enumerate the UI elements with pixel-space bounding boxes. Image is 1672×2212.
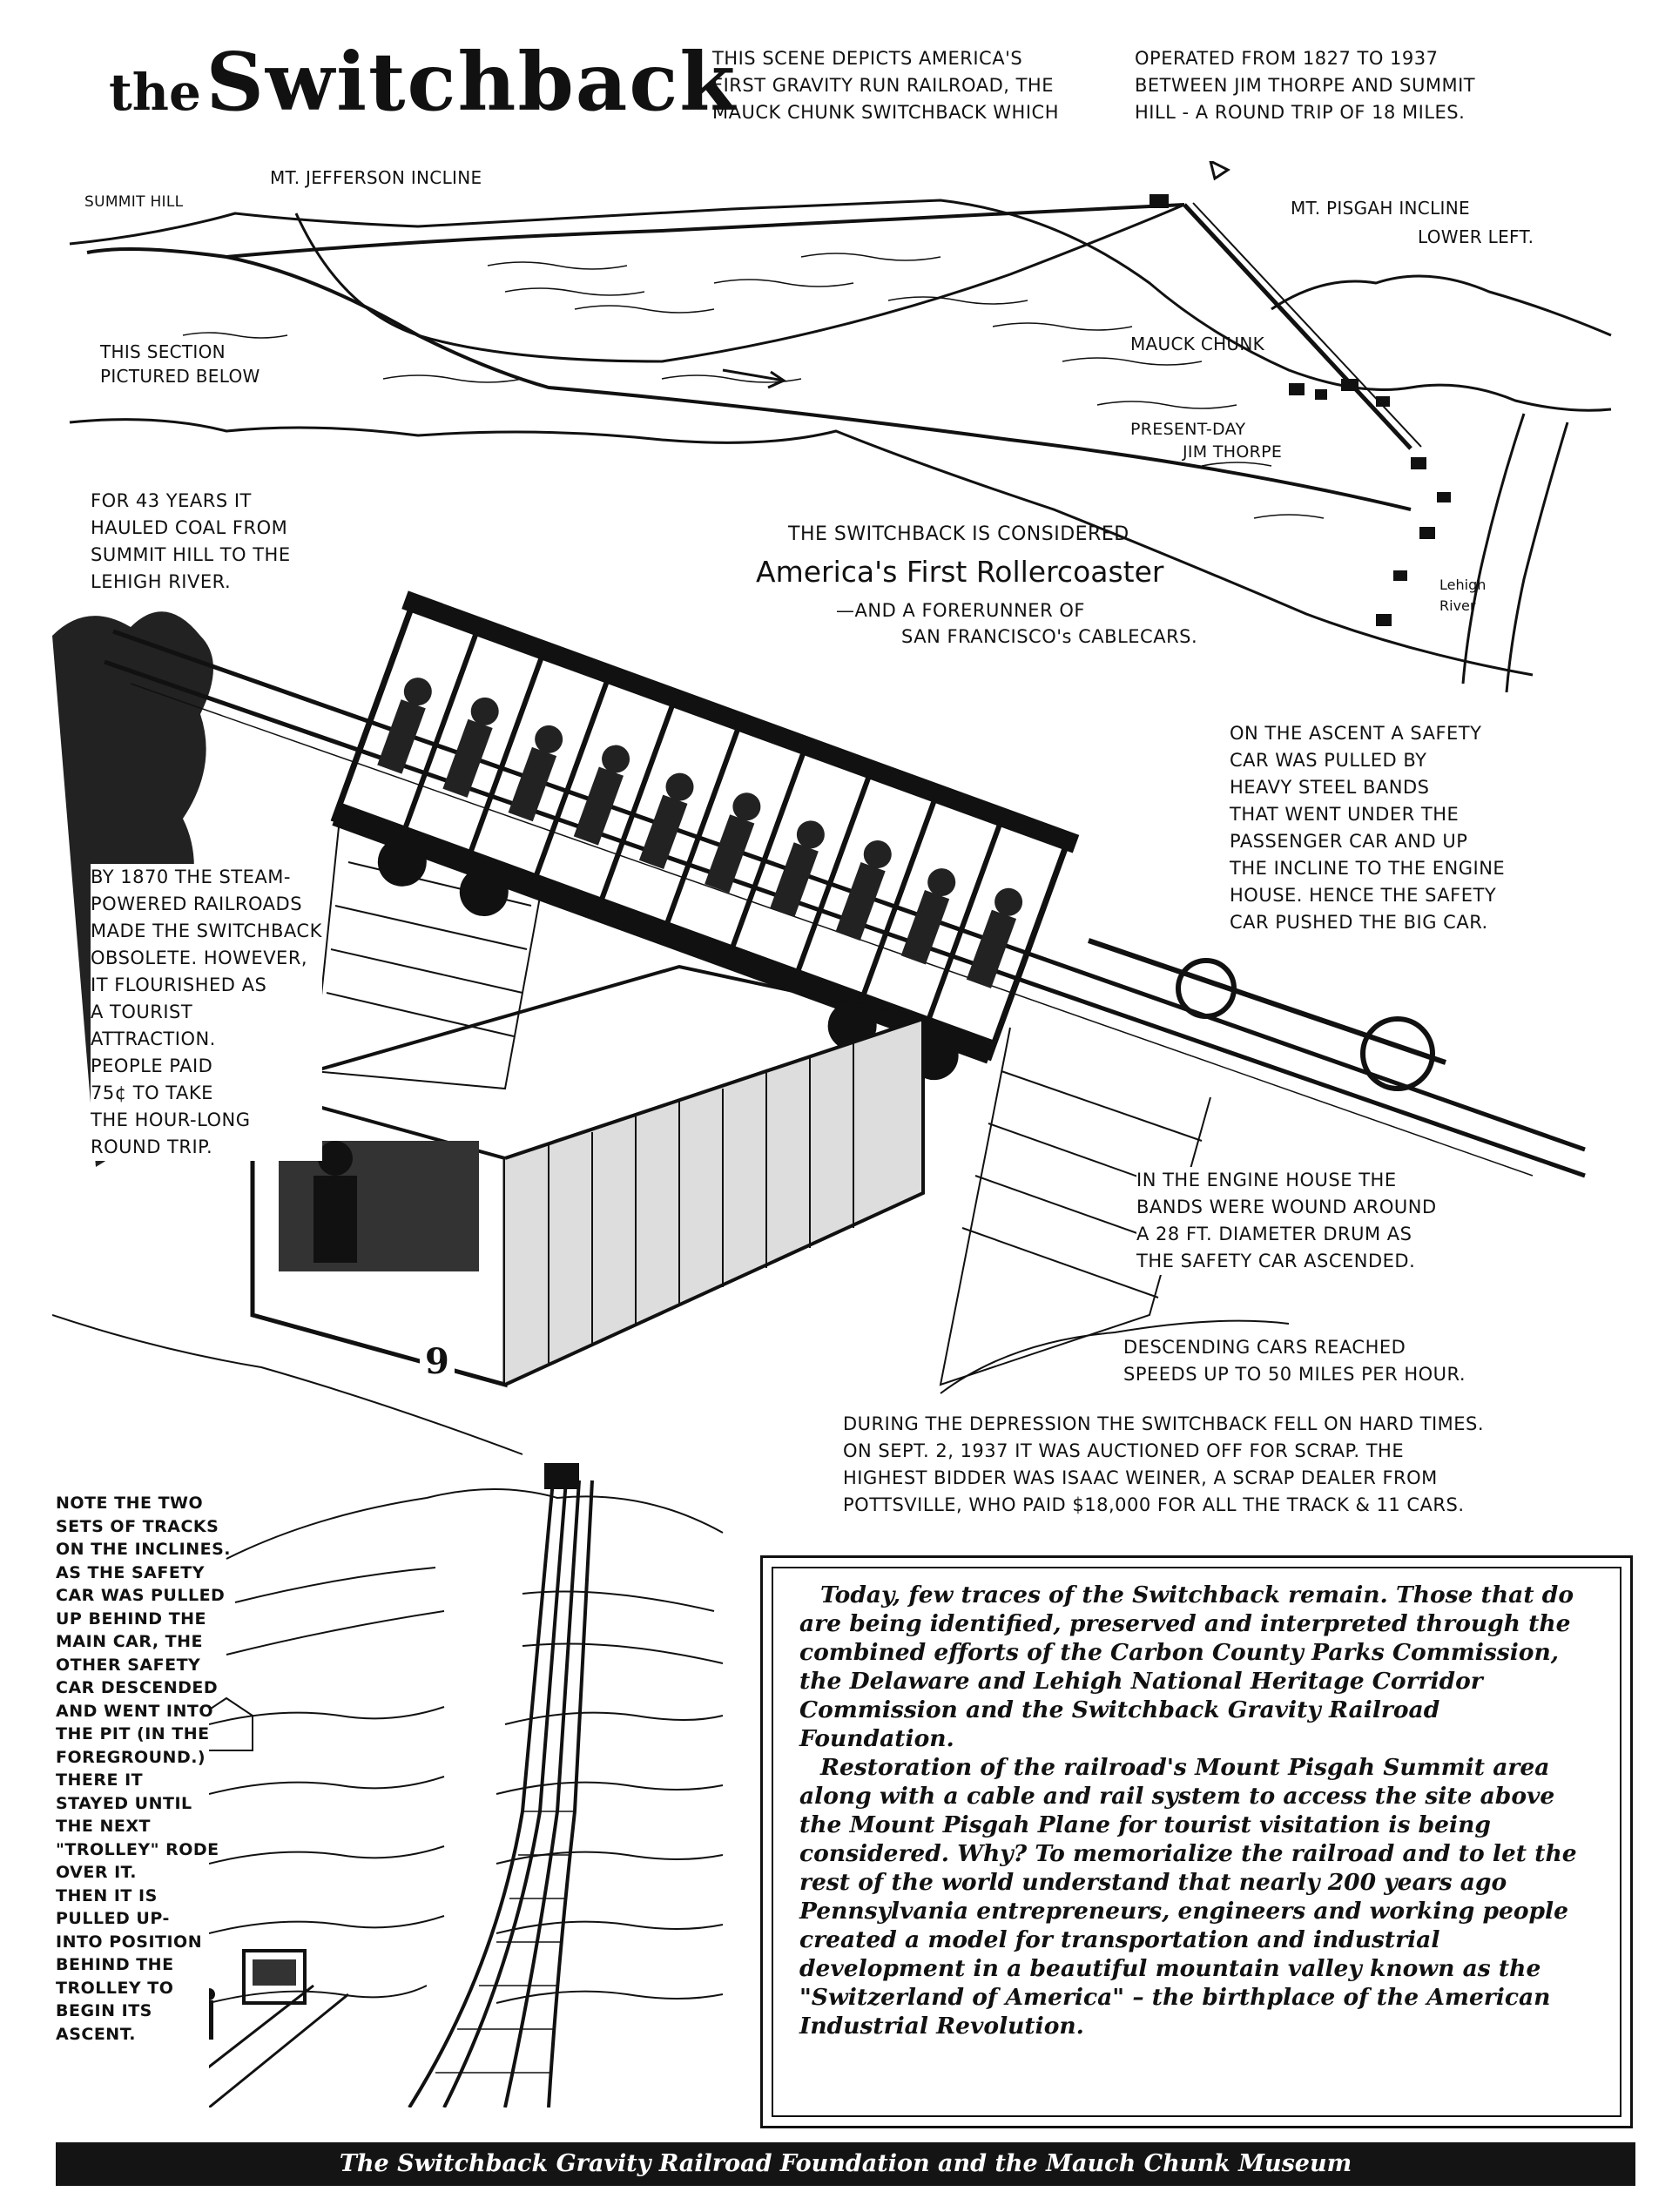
- note-forerunner: —AND A FORERUNNER OF SAN FRANCISCO's CAB…: [836, 600, 1198, 647]
- footer-bar: The Switchback Gravity Railroad Foundati…: [56, 2142, 1635, 2186]
- car-number: 9: [420, 1341, 455, 1382]
- title-prefix: the: [109, 63, 201, 122]
- title-main: Switchback: [206, 35, 738, 129]
- note-ascent: ON THE ASCENT A SAFETY CAR WAS PULLED BY…: [1230, 720, 1506, 936]
- note-43-years: FOR 43 YEARS IT HAULED COAL FROM SUMMIT …: [91, 490, 291, 592]
- note-considered: THE SWITCHBACK IS CONSIDERED: [788, 523, 1129, 545]
- intro-column-2: OPERATED FROM 1827 TO 1937 BETWEEN JIM T…: [1135, 48, 1476, 123]
- label-lower-left: LOWER LEFT.: [1418, 226, 1534, 247]
- pisgah-incline-illustration: [209, 1463, 724, 2107]
- label-mt-pisgah: MT. PISGAH INCLINE: [1291, 198, 1470, 219]
- page-title: the Switchback: [109, 35, 737, 129]
- label-present-day: PRESENT-DAY JIM THORPE: [1130, 420, 1283, 462]
- note-descending: DESCENDING CARS REACHED SPEEDS UP TO 50 …: [1123, 1337, 1466, 1385]
- label-summit-hill: SUMMIT HILL: [84, 193, 184, 211]
- mountain-map-illustration: [69, 161, 1612, 692]
- rollercoaster-heading: America's First Rollercoaster: [756, 555, 1164, 589]
- callout-text: Today, few traces of the Switchback rema…: [772, 1567, 1621, 2117]
- label-lehigh-river: Lehigh River: [1439, 577, 1487, 614]
- callout-paragraph-1: Today, few traces of the Switchback rema…: [799, 1581, 1574, 1752]
- note-by-1870: BY 1870 THE STEAM- POWERED RAILROADS MAD…: [91, 864, 322, 1161]
- label-mt-jefferson: MT. JEFFERSON INCLINE: [270, 167, 482, 188]
- note-engine-house: IN THE ENGINE HOUSE THE BANDS WERE WOUND…: [1136, 1167, 1437, 1275]
- intro-column-1: THIS SCENE DEPICTS AMERICA'S FIRST GRAVI…: [712, 48, 1059, 123]
- label-this-section: THIS SECTION PICTURED BELOW: [100, 341, 260, 387]
- note-two-sets: NOTE THE TWO SETS OF TRACKS ON THE INCLI…: [56, 1494, 231, 2044]
- callout-paragraph-2: Restoration of the railroad's Mount Pisg…: [799, 1754, 1577, 2040]
- callout-box: Today, few traces of the Switchback rema…: [760, 1555, 1633, 2128]
- note-depression: DURING THE DEPRESSION THE SWITCHBACK FEL…: [843, 1413, 1485, 1515]
- label-mauck-chunk: MAUCK CHUNK: [1130, 334, 1265, 354]
